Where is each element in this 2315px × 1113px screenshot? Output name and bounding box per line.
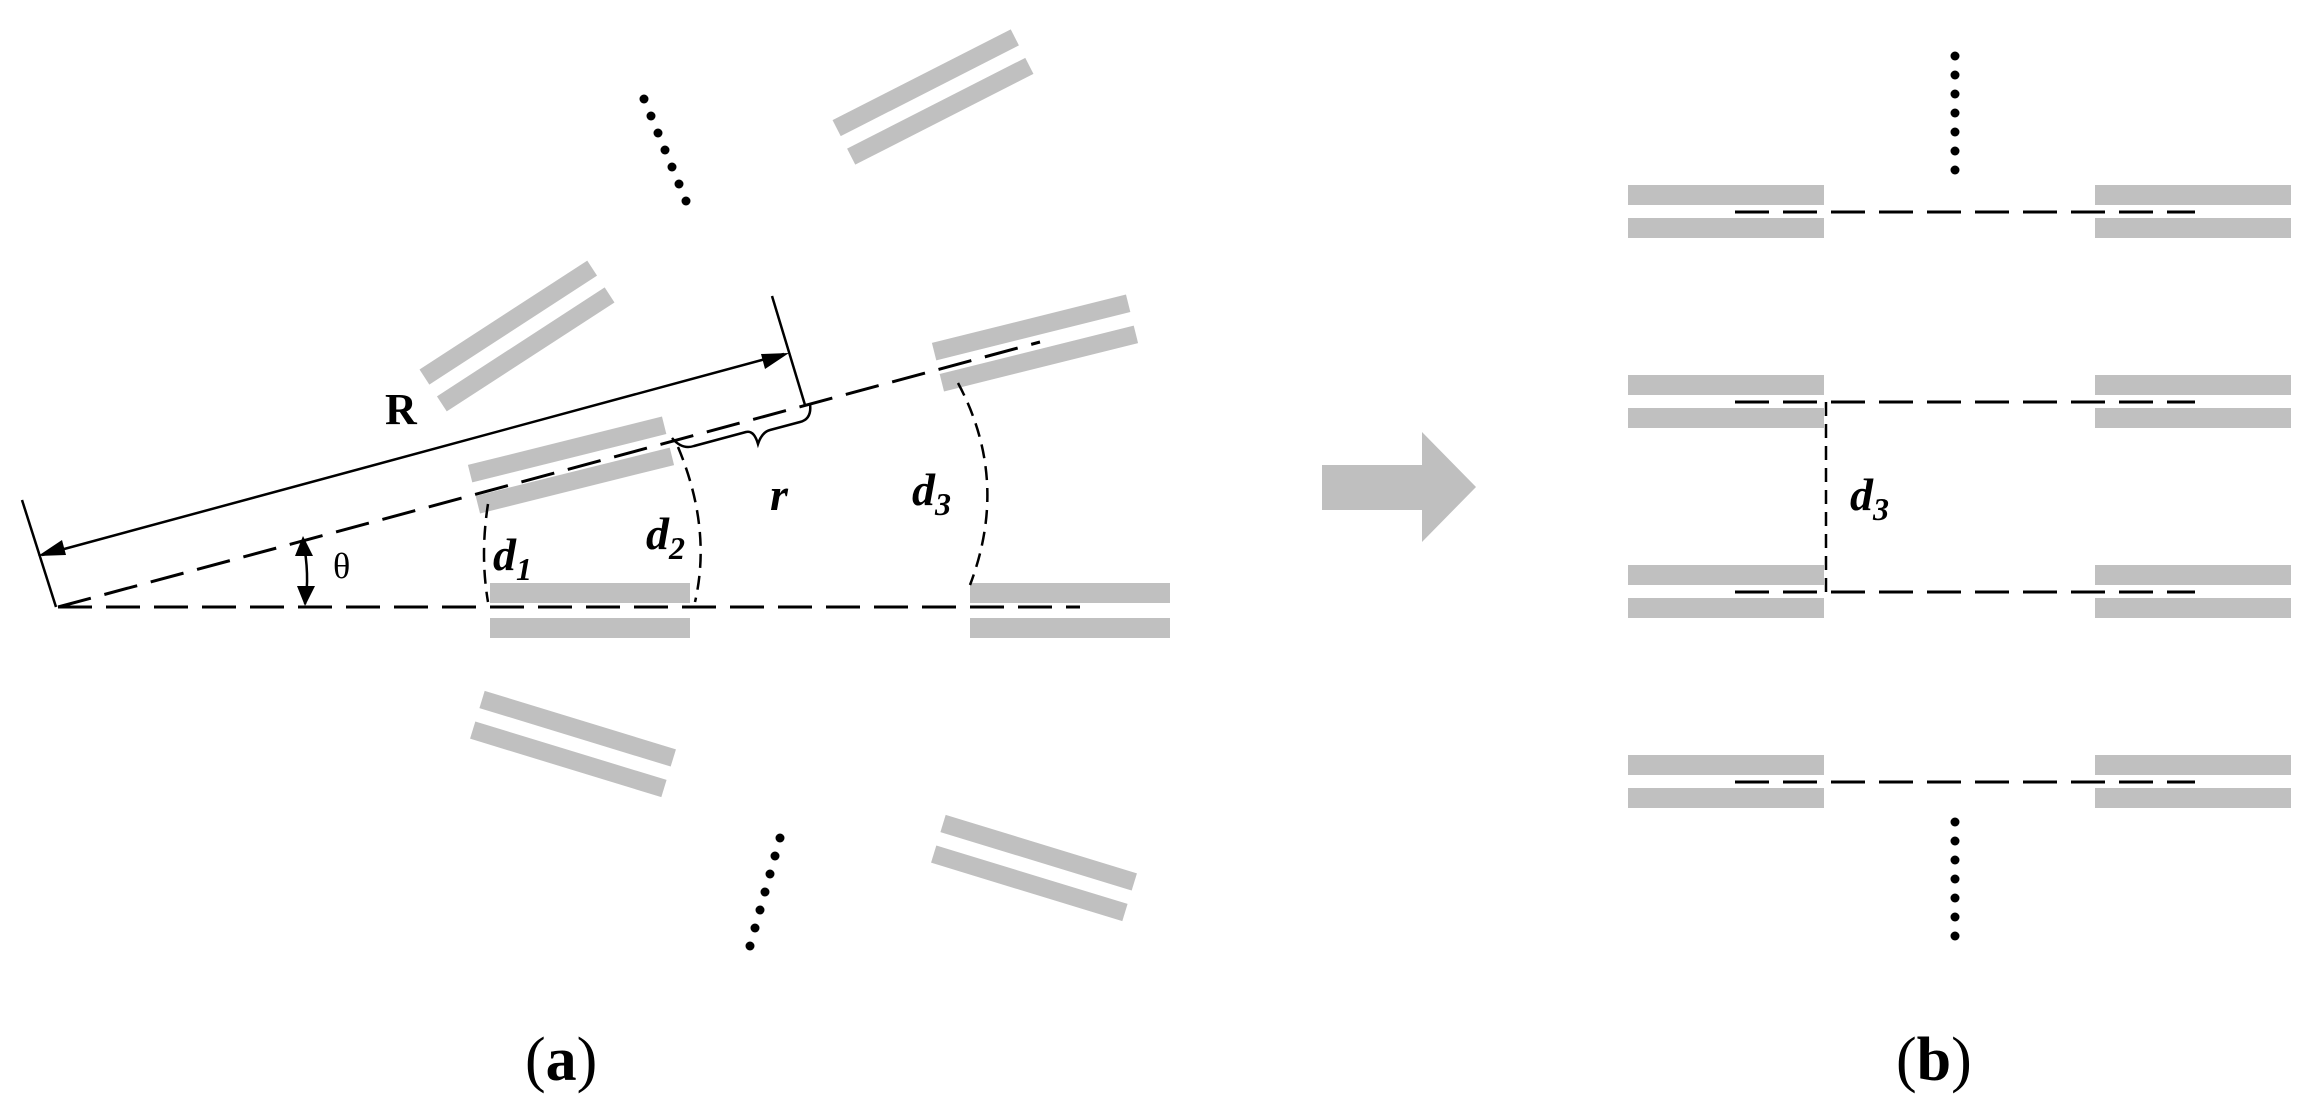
- theta-arrowhead-up: [295, 536, 313, 556]
- d2-arc: [676, 446, 702, 603]
- R-extension-right: [770, 295, 807, 406]
- caption-a: (a): [525, 1026, 597, 1094]
- continuation-dots-bottom: [745, 833, 785, 951]
- theta-arrowhead-down: [297, 586, 315, 606]
- electrode-pair-upper-left: [419, 260, 615, 412]
- R-extension-left: [20, 499, 58, 608]
- r-brace: [671, 403, 812, 449]
- electrode-pair-d3-upper: [931, 294, 1139, 392]
- panel-a: R r θ d1 d2 d3 (a): [20, 29, 1170, 1094]
- continuation-dots-top: [639, 94, 691, 206]
- electrode-pair-lower-right: [931, 814, 1137, 922]
- angled-centerline-dashed: [57, 340, 1041, 609]
- electrode-row-2: [1628, 375, 2291, 428]
- electrode-pair-d3-base: [970, 583, 1170, 638]
- d1-arc: [482, 503, 490, 603]
- caption-b: (b): [1896, 1026, 1972, 1094]
- electrode-row-3: [1628, 565, 2291, 618]
- electrode-pair-top-1: [832, 29, 1034, 165]
- label-d1: d1: [493, 529, 532, 587]
- R-dimension-line: [41, 352, 785, 557]
- electrode-row-4: [1628, 755, 2291, 808]
- continuation-dots-bottom-b: [1950, 817, 1960, 941]
- electrode-pair-d1-base: [490, 583, 690, 638]
- R-arrowhead-right: [761, 353, 789, 369]
- electrode-pair-lower-left: [470, 690, 676, 798]
- label-d3-b: d3: [1850, 469, 1889, 527]
- label-theta: θ: [333, 546, 350, 586]
- R-arrowhead-left: [38, 540, 66, 556]
- electrode-pair-d1-upper: [467, 416, 675, 514]
- continuation-dots-top-b: [1950, 51, 1960, 175]
- label-r: r: [770, 469, 789, 520]
- d3-arc: [956, 382, 989, 586]
- label-d3-a: d3: [912, 464, 951, 522]
- panel-b: d3 (b): [1628, 51, 2291, 1094]
- label-R: R: [385, 385, 418, 434]
- label-d2: d2: [646, 508, 685, 566]
- transition-arrow: [1322, 432, 1476, 542]
- electrode-row-1: [1628, 185, 2291, 238]
